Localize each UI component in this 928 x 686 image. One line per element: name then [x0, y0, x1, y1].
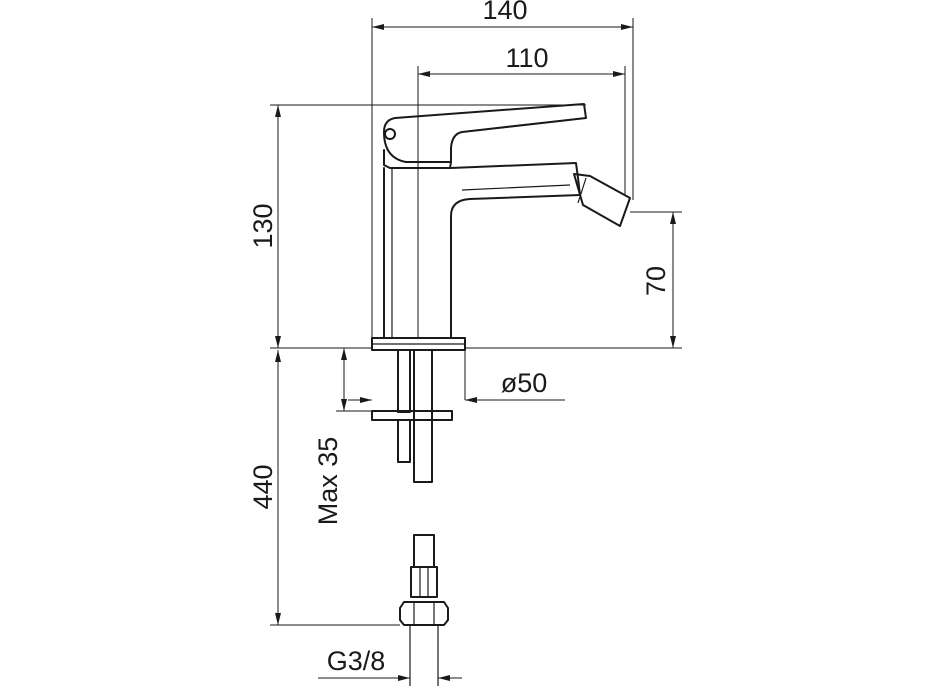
mounting-washer: [371, 410, 453, 421]
dimension-110-label: 110: [505, 43, 548, 73]
faucet-body: [371, 103, 631, 483]
hex-nut: [399, 601, 449, 626]
supply-tube: [413, 349, 433, 483]
spout-curve: [461, 184, 571, 191]
dimension-d50-label: ø50: [501, 368, 548, 398]
dimension-d50: ø50: [348, 350, 565, 403]
dimension-110: 110: [417, 43, 626, 338]
lever-handle: [383, 103, 587, 163]
lever-cap: [383, 149, 452, 169]
hose-tip: [413, 534, 435, 568]
dimension-140: 140: [371, 0, 634, 338]
hose-connector: [399, 534, 449, 686]
dimension-g38: G3/8: [318, 646, 462, 681]
dimension-130: 130: [248, 104, 586, 349]
dimension-140-label: 140: [482, 0, 527, 25]
dimension-70: 70: [465, 211, 682, 349]
dimension-max35: Max 35: [313, 348, 372, 525]
dimension-440: 440: [248, 350, 400, 626]
nozzle-ring: [577, 177, 587, 204]
dimension-70-label: 70: [641, 266, 671, 296]
lever-pivot: [384, 128, 396, 140]
dimension-max35-label: Max 35: [313, 437, 343, 526]
bidet-nozzle: [573, 173, 631, 227]
hose-crimp: [410, 566, 438, 598]
dimension-g38-label: G3/8: [327, 646, 386, 676]
dimension-440-label: 440: [248, 464, 278, 509]
lower-stud: [397, 419, 411, 463]
dimension-130-label: 130: [248, 203, 278, 248]
threaded-stud: [397, 349, 411, 413]
